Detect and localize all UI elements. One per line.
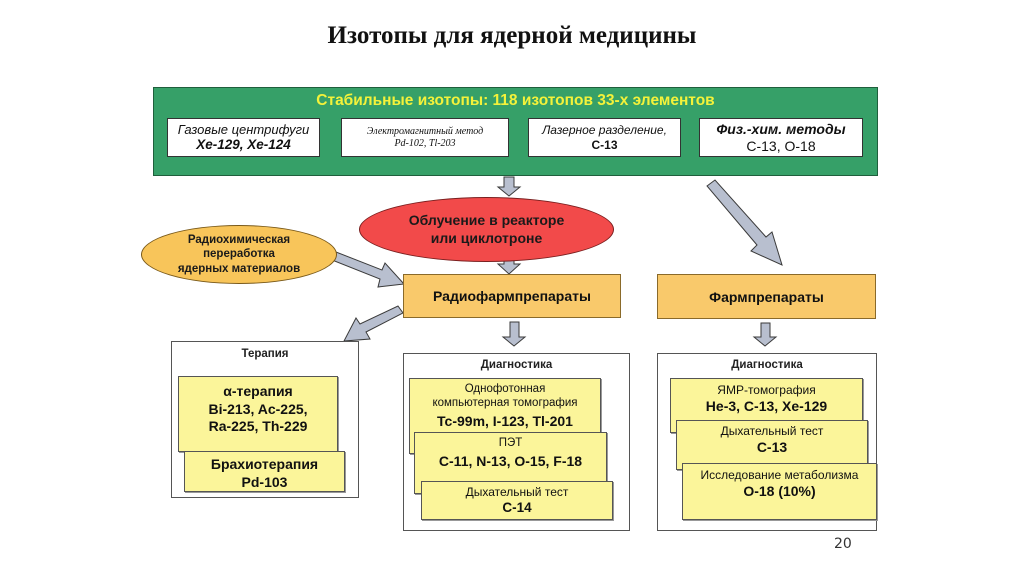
pharma-box: Фармпрепараты bbox=[657, 274, 876, 319]
card-subtitle: компьютерная томография bbox=[432, 397, 578, 410]
arrow-down-icon bbox=[501, 321, 527, 347]
pharma-label: Фармпрепараты bbox=[709, 288, 824, 305]
radiopharma-label: Радиофармпрепараты bbox=[433, 288, 591, 304]
radiopharma-box: Радиофармпрепараты bbox=[403, 274, 621, 318]
irradiation-line2: или циклотроне bbox=[430, 229, 543, 246]
diagnostics-radio-header: Диагностика bbox=[480, 359, 553, 371]
breath-test-c14-card: Дыхательный тест C-14 bbox=[421, 481, 613, 520]
therapy-header: Терапия bbox=[241, 348, 289, 360]
irradiation-ellipse: Облучение в реакторе или циклотроне bbox=[359, 197, 614, 262]
alpha-therapy-card: α-терапия Bi-213, Ac-225, Ra-225, Th-229 bbox=[178, 376, 338, 452]
card-isotopes: C-13 bbox=[756, 439, 788, 455]
card-title: ЯМР-томография bbox=[717, 383, 816, 397]
card-isotopes: Bi-213, Ac-225, bbox=[208, 400, 308, 417]
method-laser-separation: Лазерное разделение, C-13 bbox=[528, 118, 681, 157]
radiochem-ellipse: Радиохимическая переработка ядерных мате… bbox=[141, 225, 337, 284]
page-number: 20 bbox=[834, 536, 852, 552]
card-title: Однофотонная bbox=[464, 383, 546, 395]
card-title: Дыхательный тест bbox=[465, 485, 569, 499]
radiochem-line3: ядерных материалов bbox=[177, 262, 301, 275]
card-isotopes: Pd-103 bbox=[241, 473, 288, 490]
radiochem-line2: переработка bbox=[203, 248, 275, 261]
method-isotopes: C-13, O-18 bbox=[746, 137, 816, 154]
method-isotopes: Pd-102, Tl-203 bbox=[394, 137, 456, 149]
method-name: Лазерное разделение, bbox=[542, 123, 667, 138]
stable-isotopes-header: Стабильные изотопы: 118 изотопов 33-х эл… bbox=[316, 92, 715, 109]
card-isotopes: He-3, C-13, Xe-129 bbox=[705, 398, 828, 414]
arrow-down-left-icon bbox=[343, 305, 404, 342]
card-isotopes: C-11, N-13, O-15, F-18 bbox=[438, 453, 583, 470]
method-isotopes: Xe-129, Xe-124 bbox=[196, 137, 291, 153]
radiochem-line1: Радиохимическая bbox=[187, 233, 291, 246]
arrow-down-icon bbox=[496, 176, 522, 197]
method-physchem: Физ.-хим. методы C-13, O-18 bbox=[699, 118, 863, 157]
diagnostics-pharma-header: Диагностика bbox=[731, 359, 803, 371]
arrow-diagonal-icon bbox=[706, 179, 783, 266]
card-title: Исследование метаболизма bbox=[700, 468, 859, 482]
card-title: ПЭТ bbox=[498, 437, 523, 449]
card-isotopes: Ra-225, Th-229 bbox=[208, 418, 308, 434]
method-gas-centrifuges: Газовые центрифуги Xe-129, Xe-124 bbox=[167, 118, 320, 157]
card-title: Брахиотерапия bbox=[210, 456, 319, 472]
method-name: Газовые центрифуги bbox=[177, 121, 310, 137]
card-title: Дыхательный тест bbox=[720, 424, 824, 438]
page-title: Изотопы для ядерной медицины bbox=[327, 22, 697, 49]
brachytherapy-card: Брахиотерапия Pd-103 bbox=[184, 451, 345, 492]
method-electromagnetic: Электромагнитный метод Pd-102, Tl-203 bbox=[341, 118, 509, 157]
arrow-right-icon bbox=[331, 251, 406, 288]
method-name: Физ.-хим. методы bbox=[716, 120, 846, 137]
arrow-down-icon bbox=[752, 322, 778, 347]
card-title: α-терапия bbox=[223, 383, 293, 399]
card-isotopes: Tc-99m, I-123, Tl-201 bbox=[437, 412, 573, 429]
card-isotopes: O-18 (10%) bbox=[743, 483, 816, 499]
breath-test-c13-card: Дыхательный тест C-13 bbox=[676, 420, 868, 470]
method-name: Электромагнитный метод bbox=[366, 125, 484, 137]
method-isotopes: C-13 bbox=[591, 137, 618, 152]
card-isotopes: C-14 bbox=[502, 500, 532, 515]
metabolism-card: Исследование метаболизма O-18 (10%) bbox=[682, 463, 877, 520]
irradiation-line1: Облучение в реакторе bbox=[408, 212, 565, 228]
